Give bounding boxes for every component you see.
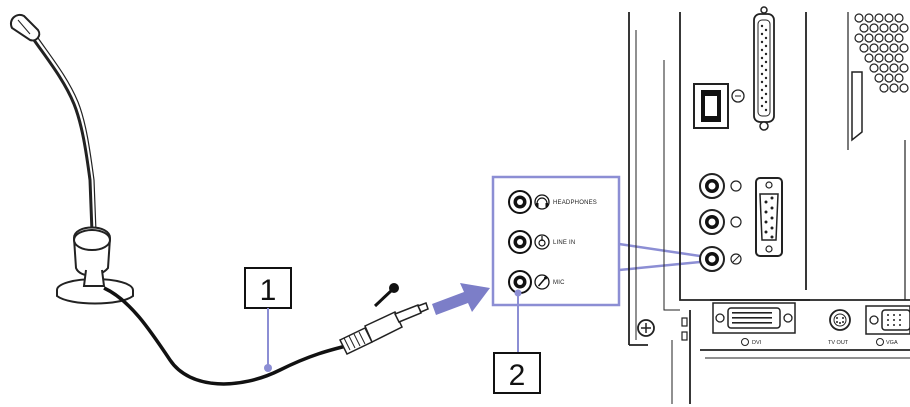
vga-label: VGA <box>886 340 898 346</box>
parallel-port <box>753 6 775 131</box>
network-port <box>693 83 745 129</box>
line-in-label: LINE IN <box>553 240 575 246</box>
desktop-microphone <box>10 14 134 305</box>
serial-port <box>755 177 783 257</box>
rear-line-in-jack <box>699 209 742 235</box>
dvi-port: DVI <box>712 302 796 346</box>
side-slots <box>681 317 688 341</box>
vga-icon <box>876 338 884 346</box>
microphone-cable <box>103 286 351 386</box>
microphone-icon <box>373 283 399 308</box>
mic-label: MIC <box>553 280 565 286</box>
audio-plug <box>338 302 429 355</box>
headphones-icon <box>534 194 550 210</box>
dvi-icon <box>741 338 749 346</box>
callout-2: 2 <box>493 289 541 394</box>
headphones-port: HEADPHONES <box>508 190 597 214</box>
line-in-port: LINE IN <box>508 230 575 254</box>
vent-grille <box>854 13 909 93</box>
callout-1: 1 <box>244 267 292 372</box>
rear-audio-jacks <box>699 173 742 272</box>
mic-port-icon <box>534 274 550 290</box>
callout-1-number: 1 <box>260 274 277 307</box>
tv-out-port: TV OUT <box>828 309 851 346</box>
vga-port: VGA <box>865 305 910 346</box>
rear-headphones-jack <box>699 173 742 199</box>
computer-rear-panel <box>628 12 910 404</box>
audio-ports-zoom-panel: HEADPHONES LINE IN MIC <box>491 175 621 307</box>
expansion-slot-bracket <box>851 71 863 142</box>
direction-arrow <box>432 283 490 315</box>
dvi-label: DVI <box>752 340 762 346</box>
zoom-connector-lines <box>618 242 701 272</box>
rear-mic-jack <box>699 246 742 272</box>
headphones-label: HEADPHONES <box>553 200 597 206</box>
callout-2-number: 2 <box>509 359 526 392</box>
chassis-screw <box>637 319 655 337</box>
tv-out-label: TV OUT <box>828 340 849 346</box>
line-in-icon <box>534 234 550 250</box>
